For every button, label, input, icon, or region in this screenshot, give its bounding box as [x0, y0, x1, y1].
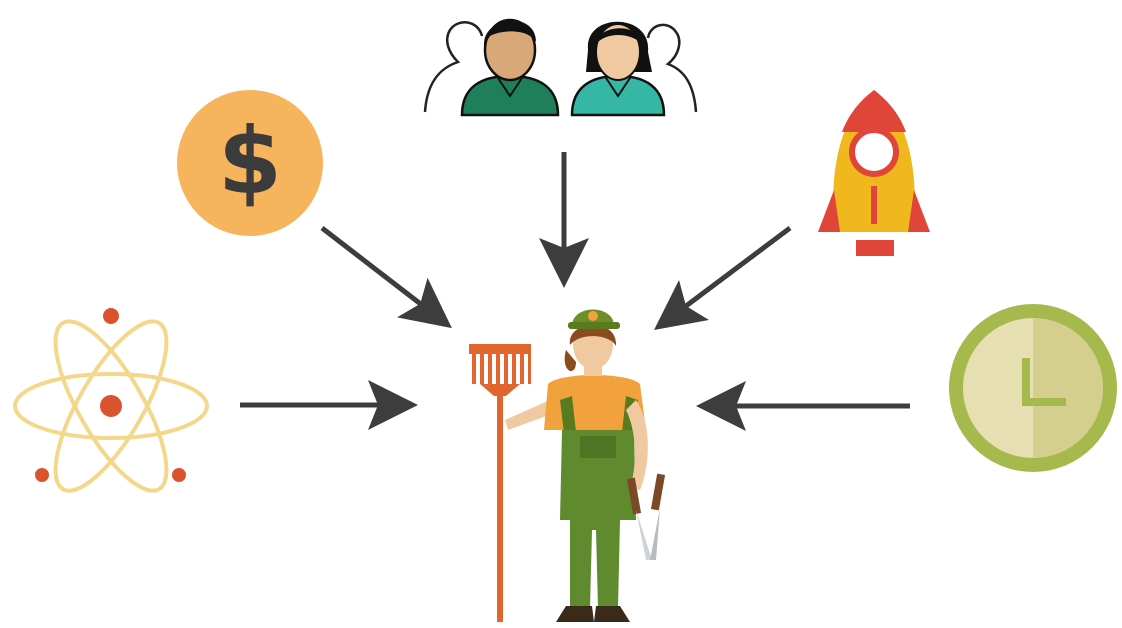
clock-icon	[949, 304, 1117, 472]
arrows	[240, 152, 910, 431]
dollar-symbol: $	[218, 108, 282, 215]
people-icon	[423, 18, 698, 117]
rocket-icon	[818, 90, 930, 256]
dollar-coin-icon: $	[177, 90, 323, 236]
atom-icon	[13, 308, 209, 493]
farmer-icon	[469, 309, 666, 622]
arrow-money-to-farmer	[320, 226, 452, 329]
rake-icon	[469, 344, 531, 622]
shears-icon	[626, 473, 666, 560]
arrow-rocket-to-farmer	[654, 226, 792, 330]
